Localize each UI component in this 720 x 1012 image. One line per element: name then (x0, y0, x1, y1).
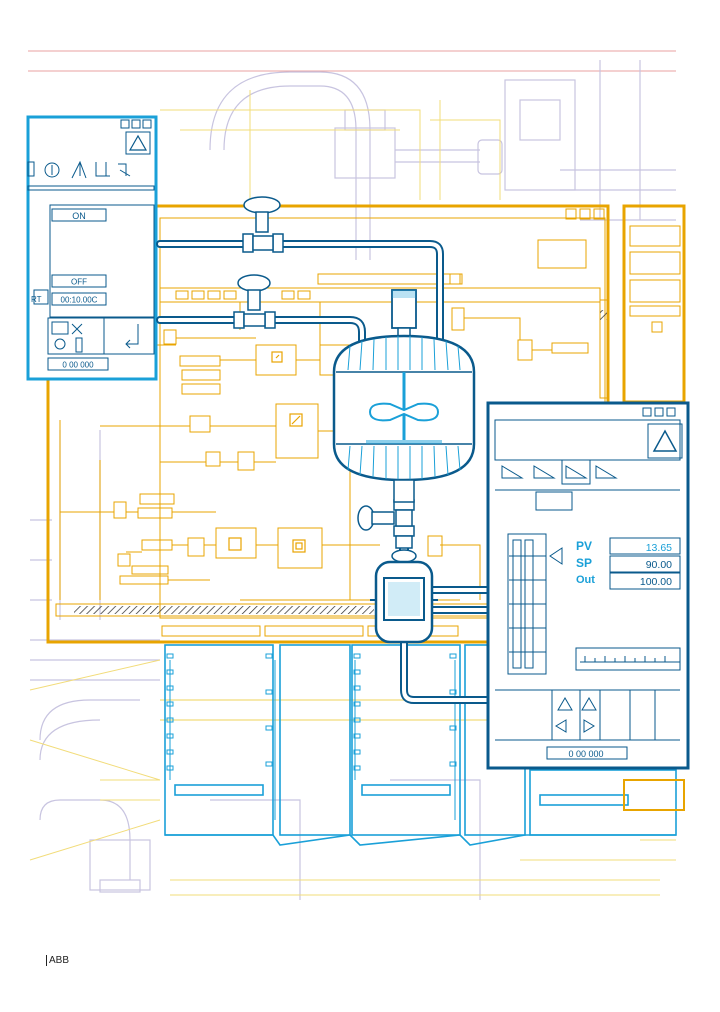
valve-top (242, 196, 284, 253)
timer-value: 00:10.00C (61, 296, 98, 305)
scrollbar-hatch (74, 310, 607, 614)
pump-unit (370, 560, 438, 644)
pv-label: PV (576, 539, 592, 553)
sp-value: 90.00 (646, 559, 672, 571)
page-footer: ABB (46, 955, 69, 966)
footer-brand: ABB (49, 955, 70, 966)
footer-divider (46, 955, 47, 966)
reactor-vessel (332, 289, 476, 503)
valve-middle (233, 274, 276, 329)
pv-row: PV 13.65 (576, 537, 681, 555)
valve-lower (357, 499, 417, 563)
left-control-window: ON OFF 00:10.00C RT 0 00 000 (26, 115, 158, 381)
timer-box (51, 292, 107, 306)
status-on-text: ON (72, 211, 86, 221)
controller-faceplate: PV 13.65 SP 90.00 Out 100.00 0 00 000 (486, 401, 690, 770)
cabinets (164, 644, 677, 846)
timer-label: RT (31, 295, 42, 304)
status-off-text: OFF (71, 278, 87, 287)
left-footer-display: 0 00 000 (62, 361, 94, 370)
sp-row: SP 90.00 (576, 555, 681, 573)
logic-block-icons (228, 351, 306, 553)
pv-value: 13.65 (646, 542, 672, 554)
out-label: Out (576, 574, 595, 586)
status-on-box (51, 208, 107, 222)
faceplate-footer-display: 0 00 000 (568, 749, 603, 759)
main-process-window (46, 204, 610, 644)
out-row: Out 100.00 (576, 572, 681, 590)
sp-label: SP (576, 556, 592, 570)
status-off-box (51, 274, 107, 288)
out-value: 100.00 (640, 576, 672, 588)
